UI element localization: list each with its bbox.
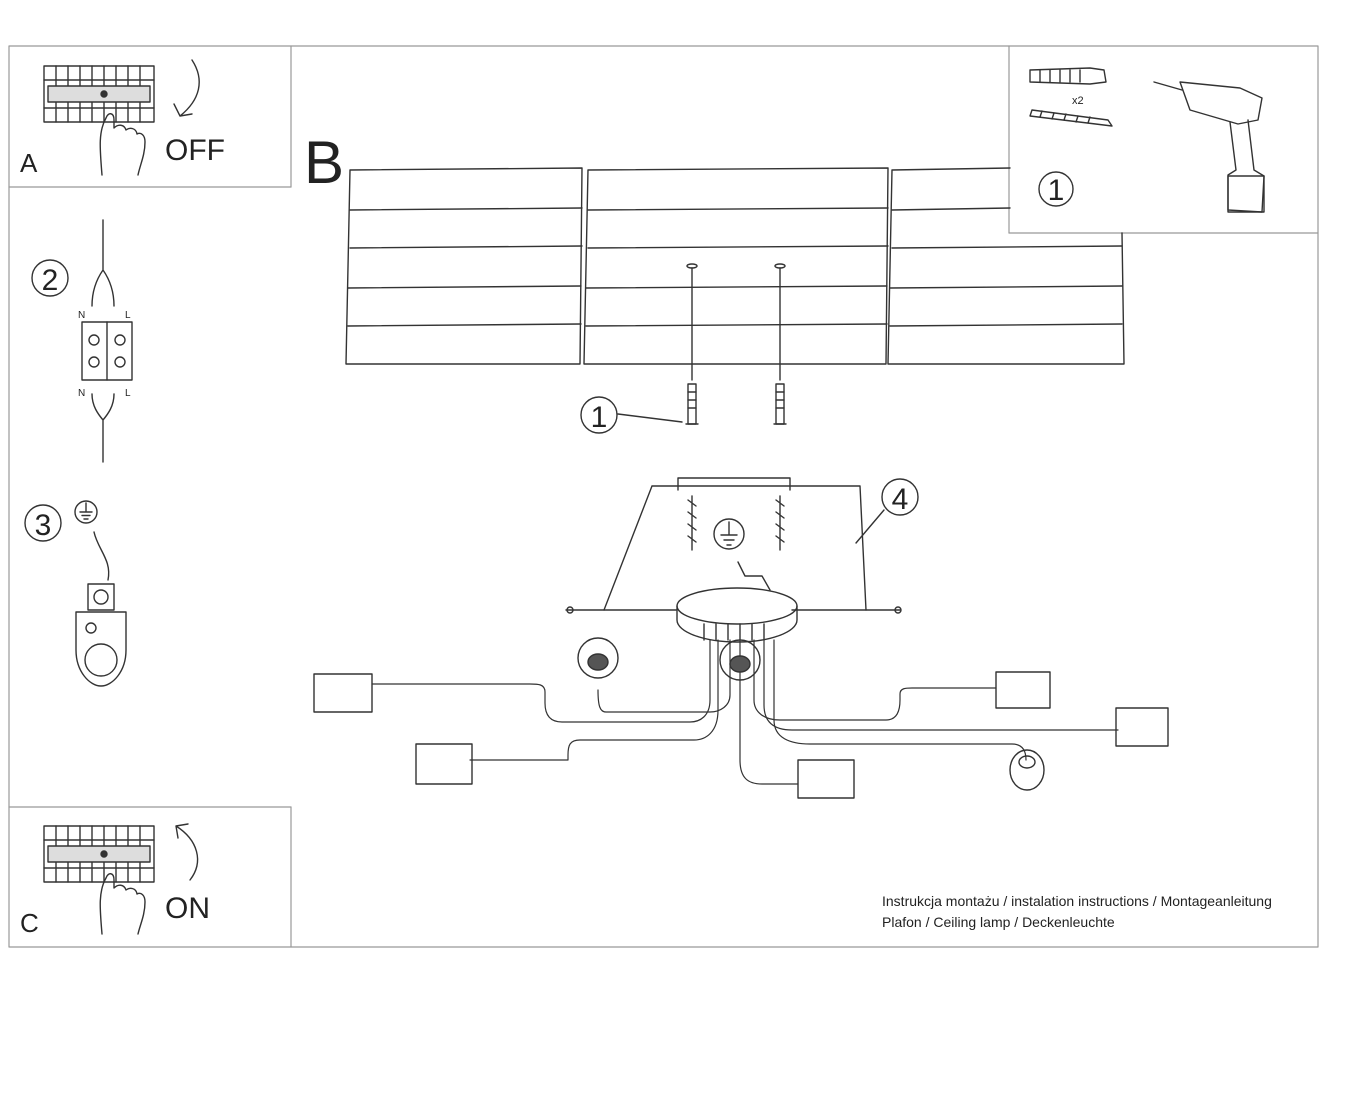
step-2: 2 N L N L <box>31 219 133 463</box>
hand-icon <box>99 113 146 176</box>
plug-callout-line <box>617 413 683 423</box>
wall-plugs <box>685 383 787 425</box>
arrow-icon <box>173 59 200 117</box>
screw-icon <box>1029 109 1113 127</box>
ground-wire <box>93 531 110 581</box>
screws <box>687 495 785 551</box>
step-1-inset: x2 1 <box>1029 67 1265 213</box>
panel-b-letter: B <box>304 129 344 196</box>
drill-holes <box>686 263 786 381</box>
ceiling-canopy <box>676 587 798 643</box>
step-2-number: 2 <box>42 264 59 297</box>
ground-symbol-icon <box>713 518 745 550</box>
ceiling-panels <box>345 167 1125 365</box>
ground-wire <box>737 561 771 591</box>
live-top: L <box>125 310 131 321</box>
neutral-bottom: N <box>78 388 85 399</box>
live-bottom: L <box>125 388 131 399</box>
supply-cable <box>91 219 115 307</box>
drill-icon <box>1153 81 1265 213</box>
arrow-icon <box>175 823 199 881</box>
terminal-block-icon <box>81 321 133 381</box>
bracket-callout-line <box>855 509 885 544</box>
step-3-number: 3 <box>35 509 52 542</box>
panel-c-letter: C <box>20 908 39 938</box>
bracket-callout-number: 4 <box>892 483 909 516</box>
ground-symbol-icon <box>74 500 98 524</box>
caption-title: Instrukcja montażu / instalation instruc… <box>882 893 1272 909</box>
circuit-breaker-icon <box>43 65 155 123</box>
neutral-top: N <box>78 310 85 321</box>
ground-terminal <box>75 583 127 687</box>
step-1-number: 1 <box>1048 174 1065 207</box>
wall-plug-icon <box>1029 67 1107 85</box>
panel-b: B 1 <box>304 129 1272 930</box>
caption-product: Plafon / Ceiling lamp / Deckenleuchte <box>882 914 1115 930</box>
panel-a-letter: A <box>20 148 38 178</box>
panel-c: C ON <box>20 823 210 938</box>
on-label: ON <box>165 892 210 925</box>
lamp-socket-icon <box>313 637 1169 799</box>
circuit-breaker-icon <box>43 825 155 883</box>
off-label: OFF <box>165 134 225 167</box>
quantity-label: x2 <box>1072 95 1084 107</box>
lamp-cable <box>91 393 115 463</box>
panel-a: A OFF <box>20 59 225 178</box>
plug-callout-number: 1 <box>591 401 608 434</box>
hand-icon <box>99 873 146 935</box>
step-3: 3 <box>24 500 127 687</box>
frame <box>8 45 1319 948</box>
lamp-arms <box>371 639 1119 785</box>
mounting-bracket <box>565 477 902 614</box>
